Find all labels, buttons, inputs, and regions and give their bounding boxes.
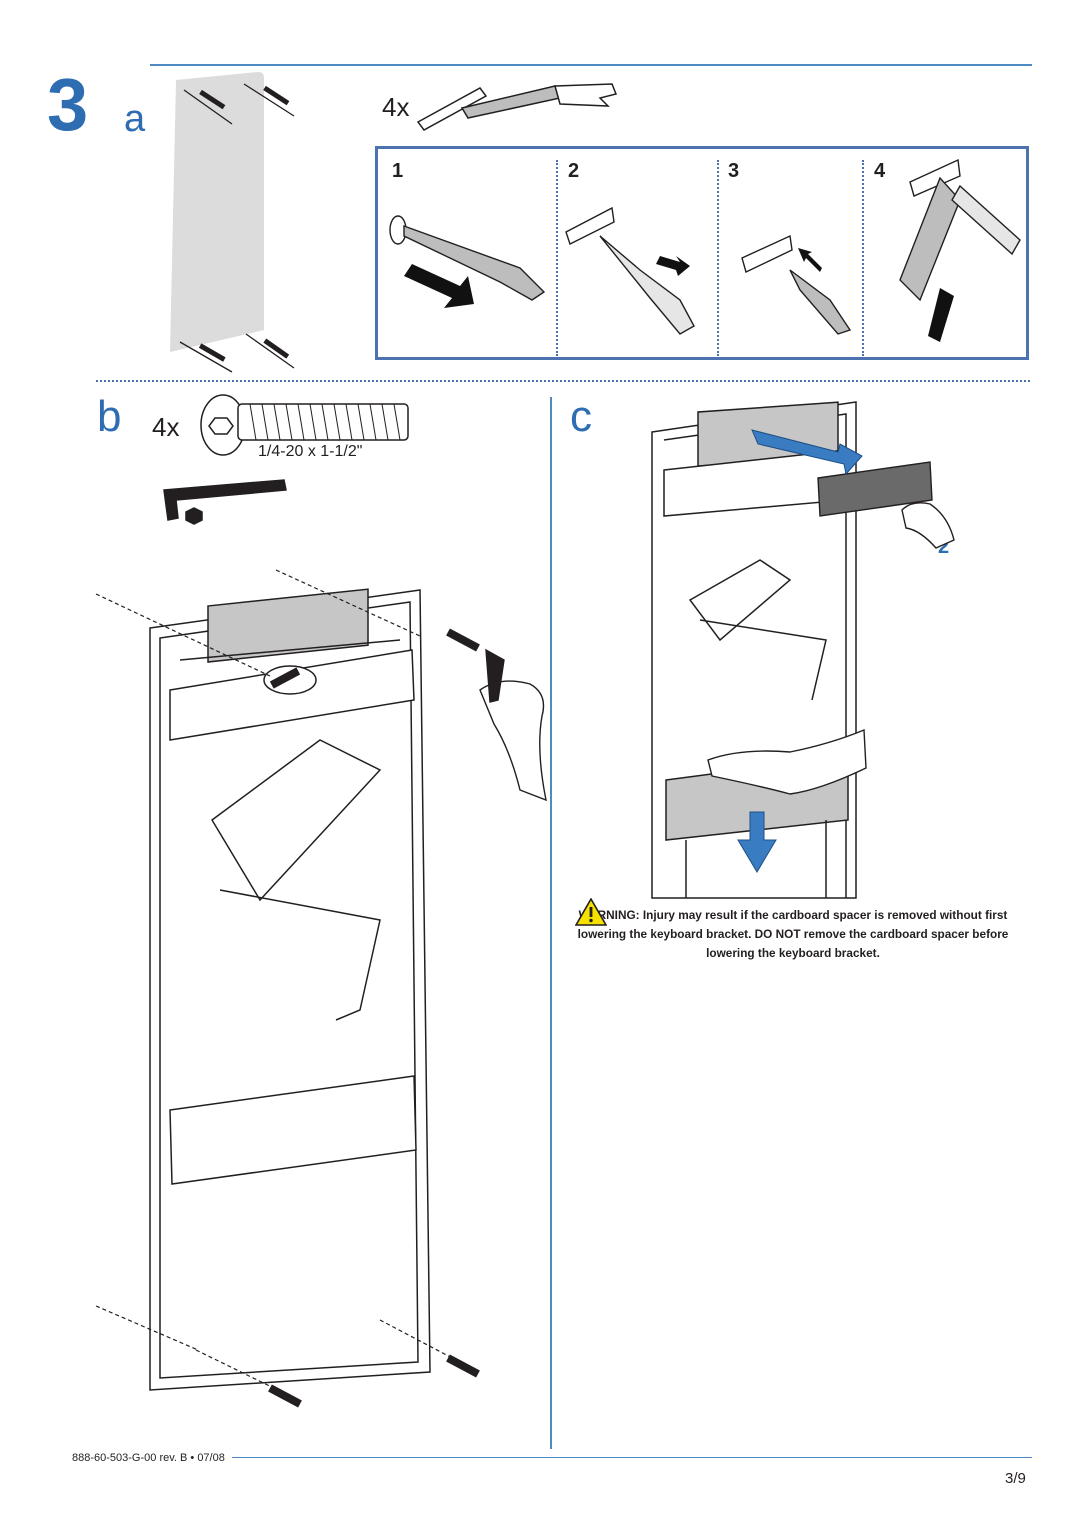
substep-c-label: c [570,392,592,441]
anchor-tool-illustration [416,83,618,131]
warning-text: WARNING: Injury may result if the cardbo… [577,908,1009,960]
warning-icon [574,897,608,931]
section-divider [96,380,1030,382]
callout-2: 2 [938,536,950,558]
substep-separator [556,160,558,356]
screws [268,628,480,1408]
document-code: 888-60-503-G-00 rev. B • 07/08 [72,1452,225,1464]
substep-b-label: b [97,392,122,441]
header-rule [150,64,1032,66]
substep-number: 2 [568,160,580,182]
anchor-install-steps-frame [375,146,1029,360]
direction-arrows [404,248,954,342]
bolt-quantity: 4x [152,412,180,442]
wall-bracket-frame-b [149,588,431,1391]
hands-part-c [707,502,955,795]
substep-number: 4 [874,160,886,182]
substep-number: 3 [728,160,740,182]
cardboard-spacer [817,461,933,517]
blue-arrows [737,429,863,873]
anchor-quantity: 4x [382,92,410,122]
bolt-spec: 1/4-20 x 1-1/2" [258,443,363,460]
step-number: 3 [47,63,88,146]
hex-key-illustration [163,479,287,525]
hand-with-hex-key [479,648,547,802]
page-number: 3/9 [1005,1470,1026,1487]
substep-separator [862,160,864,356]
substep-a-label: a [124,98,146,140]
substep-illustrations [389,158,1021,335]
bolt-illustration [200,394,409,456]
substep-number: 1 [392,160,404,182]
substep-separator [717,160,719,356]
column-divider [550,397,552,1449]
footer-rule [232,1457,1032,1458]
wall-panel-illustration [170,72,295,373]
